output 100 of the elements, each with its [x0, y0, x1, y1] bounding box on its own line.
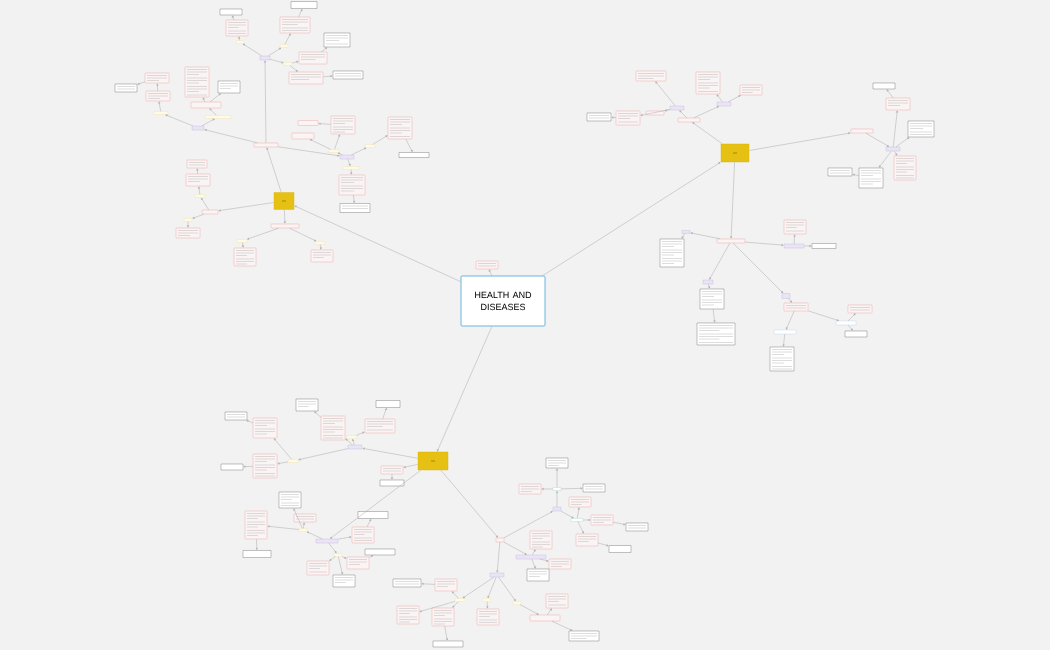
connector-line [893, 110, 898, 148]
note-box [225, 19, 249, 37]
note-box [252, 417, 278, 439]
connector-line [730, 161, 735, 239]
note-box [495, 537, 505, 543]
connector-line [303, 522, 305, 529]
note-box [220, 463, 244, 471]
note-box [615, 110, 641, 126]
connector-line [611, 116, 617, 119]
connector-line [192, 213, 205, 219]
note-box [114, 83, 138, 93]
connector-line [293, 508, 303, 529]
connector-line [382, 408, 387, 420]
connector-line [204, 129, 258, 144]
central-topic-box: HEALTH AND DISEASES [460, 275, 546, 327]
connector-line [895, 137, 910, 148]
subtopic-box [716, 101, 732, 107]
connector-line [165, 114, 193, 127]
note-box [297, 120, 319, 126]
connector-line [865, 132, 889, 147]
connector-line [362, 447, 419, 459]
connector-line [238, 36, 241, 41]
note-box [332, 70, 364, 80]
connector-line [612, 521, 626, 526]
note-box [548, 558, 572, 570]
connector-line [322, 75, 333, 78]
connector-line [440, 469, 498, 538]
note-box [295, 398, 319, 412]
note-box [677, 117, 701, 123]
subtopic-box [885, 146, 901, 152]
note-box [518, 483, 542, 495]
connector-line [269, 59, 284, 64]
connector-line [196, 168, 199, 175]
subtopic-box [315, 538, 339, 544]
connector-line [709, 242, 730, 280]
label-box [298, 528, 308, 532]
note-box [145, 90, 171, 102]
note-box [699, 288, 725, 310]
connector-line [419, 601, 456, 613]
connector-line [487, 576, 497, 598]
note-box [217, 80, 241, 94]
note-box [872, 82, 896, 90]
subtopic-box [835, 320, 857, 326]
connector-line [519, 604, 539, 615]
note-box [380, 465, 404, 475]
connector-line [452, 601, 459, 608]
note-box [844, 330, 868, 338]
connector-line [847, 324, 853, 331]
connector-line [462, 576, 495, 599]
connector-line [372, 135, 388, 145]
note-box [529, 614, 561, 622]
note-box [190, 101, 222, 109]
label-box [512, 601, 522, 605]
connector-line [679, 110, 688, 119]
label-box [153, 111, 169, 115]
note-box [586, 112, 612, 122]
note-box [858, 167, 884, 189]
note-box [739, 84, 763, 96]
label-box [314, 241, 326, 245]
subtopic-box [702, 279, 714, 285]
note-box [175, 227, 201, 239]
connector-line [503, 541, 527, 555]
connector-line [266, 147, 282, 193]
label-box [183, 218, 193, 222]
connector-line [547, 608, 552, 616]
connector-line [782, 333, 785, 347]
note-box [375, 400, 401, 408]
note-box [185, 173, 211, 187]
note-box [201, 209, 219, 215]
label-box [287, 459, 299, 463]
connector-line [209, 93, 221, 103]
connector-line [560, 487, 583, 490]
note-box [387, 116, 413, 140]
connector-line [218, 202, 275, 212]
note-box [323, 32, 351, 48]
note-box [364, 418, 396, 434]
connector-line [321, 47, 328, 53]
note-box [338, 174, 366, 196]
connector-line [306, 531, 323, 540]
connector-line [255, 538, 258, 550]
connector-line [451, 591, 459, 599]
note-box [253, 142, 279, 148]
connector-line [664, 109, 671, 112]
subtopic-box [515, 554, 547, 560]
note-box [298, 51, 328, 65]
connector-line [284, 33, 291, 45]
note-box [431, 607, 455, 627]
connector-line [273, 438, 292, 460]
label-box [482, 598, 492, 602]
note-box [270, 223, 300, 229]
connector-line [437, 326, 493, 452]
note-box [545, 593, 569, 609]
connector-line [277, 461, 289, 465]
connector-line [405, 138, 413, 152]
connector-line [498, 576, 516, 602]
connector-line [198, 186, 201, 195]
note-box [357, 511, 389, 519]
note-box [310, 249, 334, 263]
connector-line [716, 94, 723, 103]
note-box [242, 550, 272, 558]
